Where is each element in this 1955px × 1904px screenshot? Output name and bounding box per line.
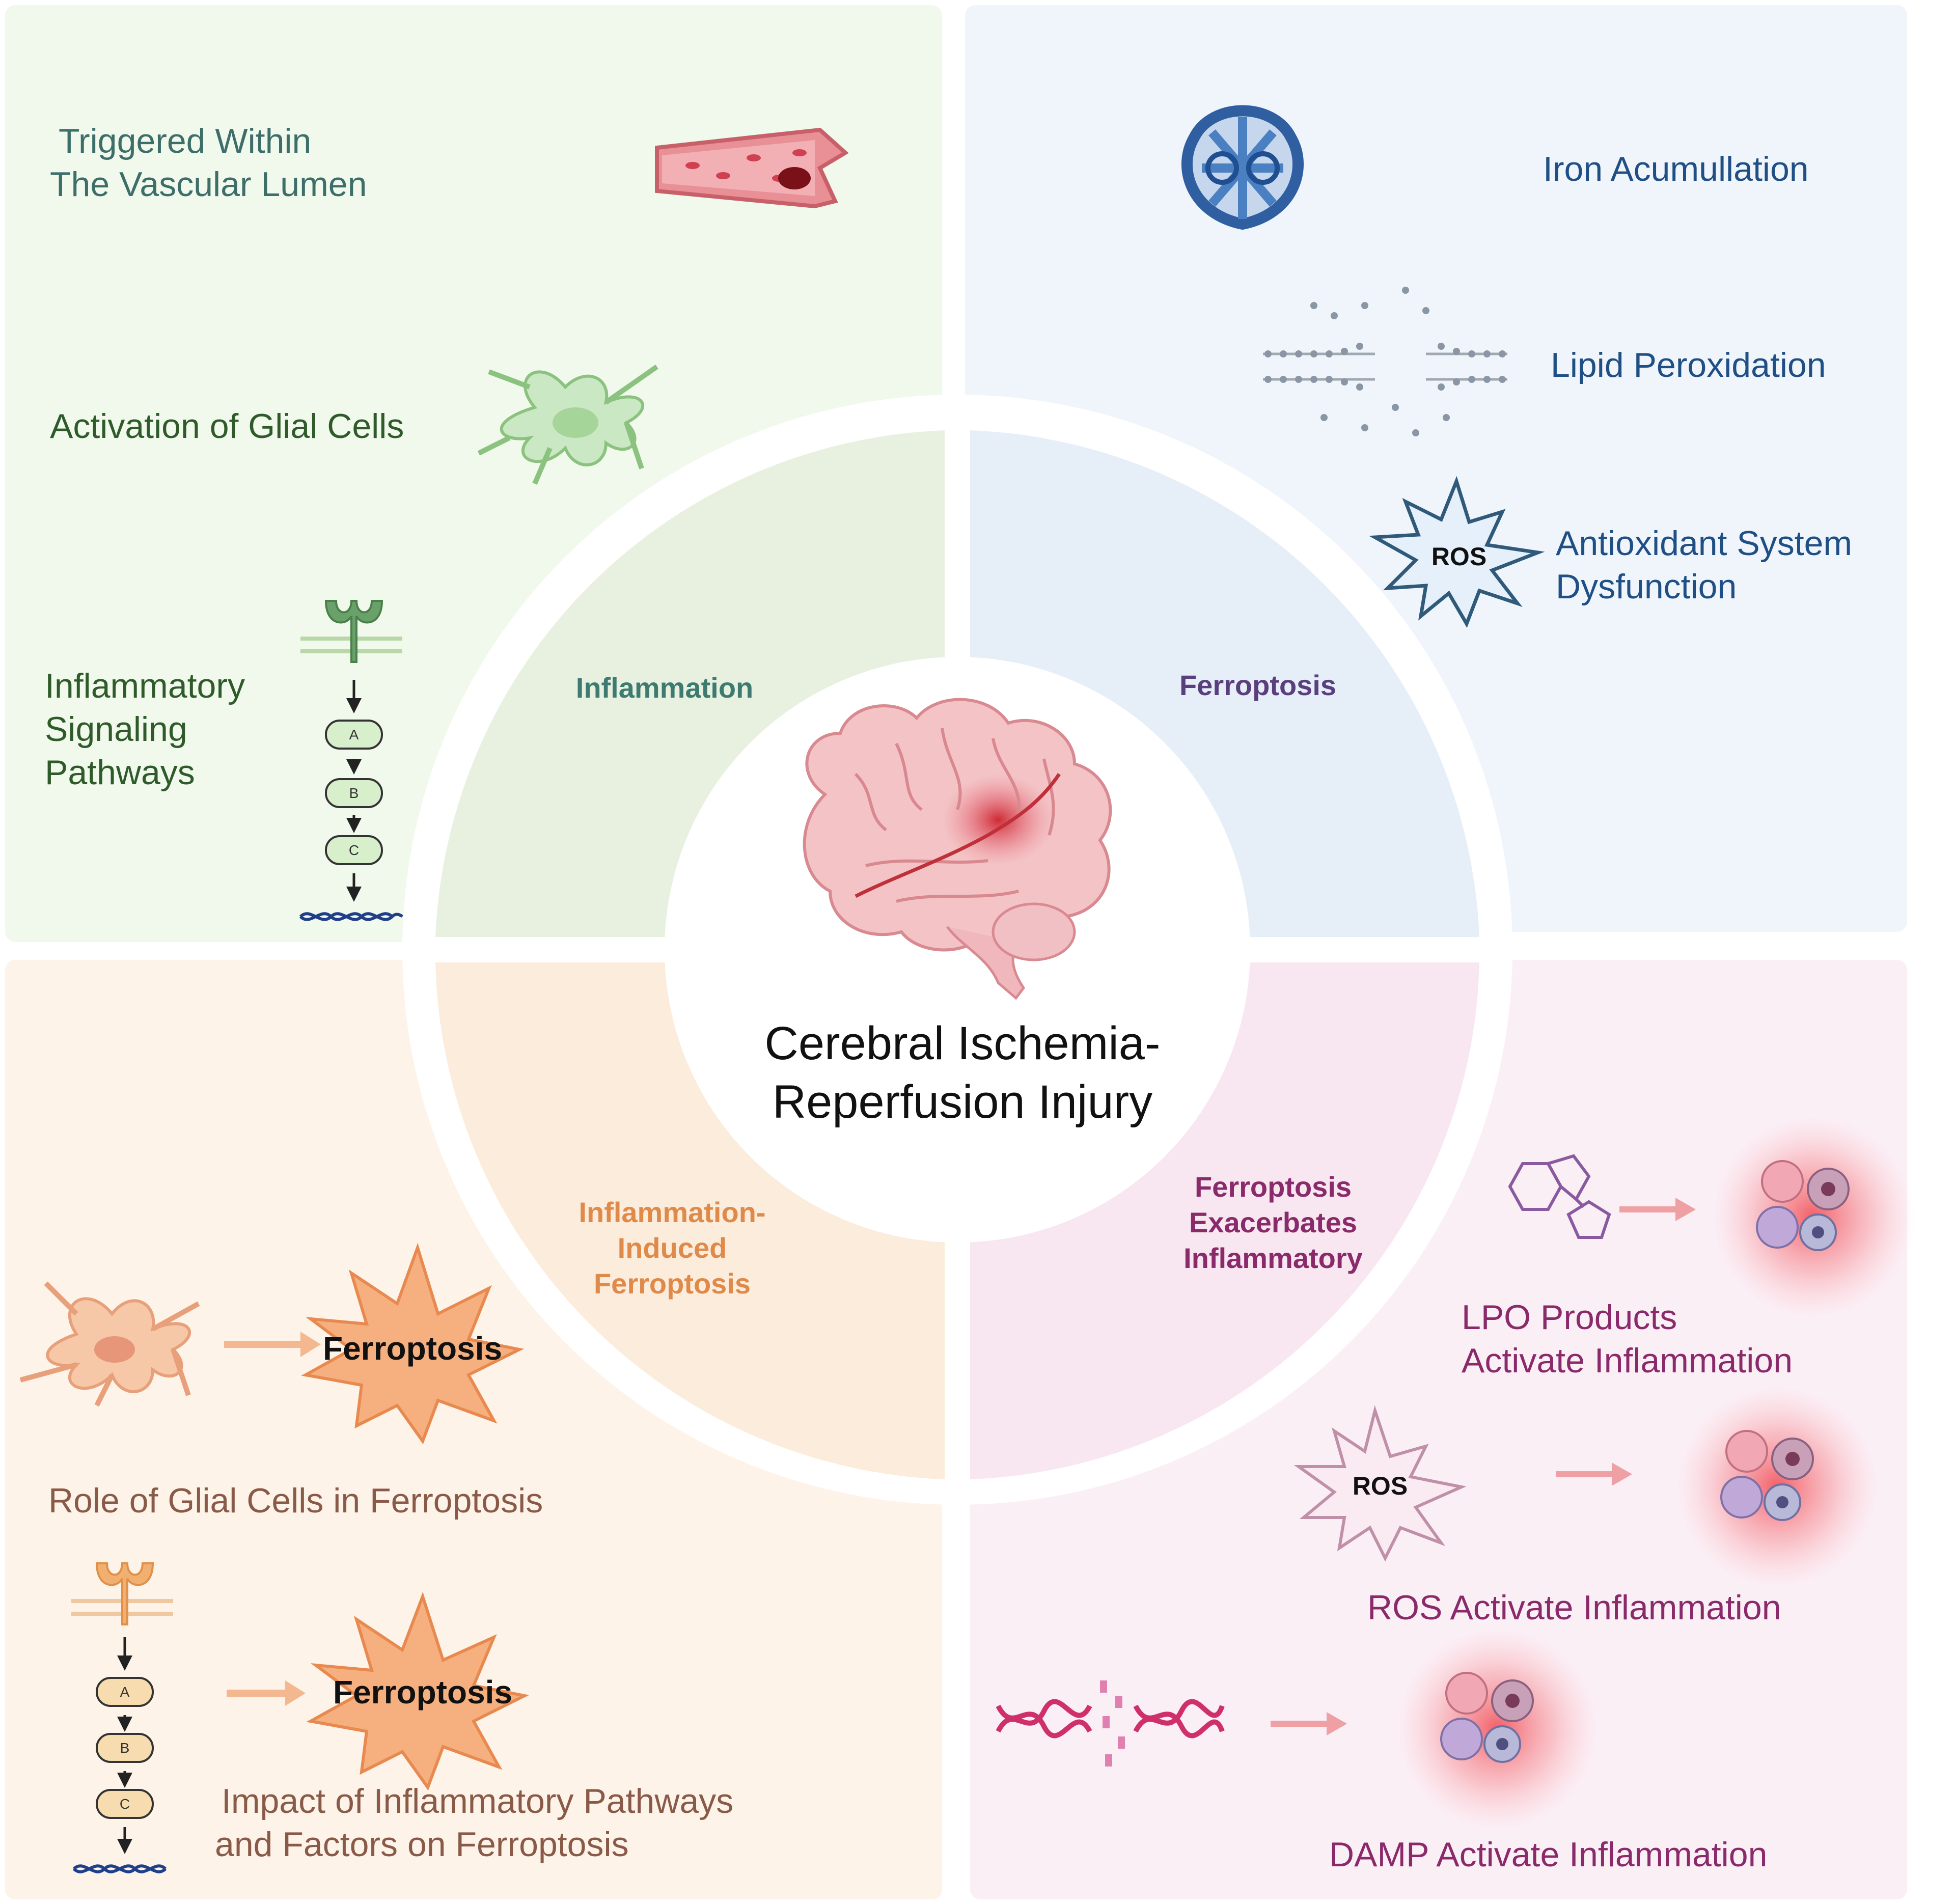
- wedge-label-induced-2: Induced: [618, 1232, 727, 1264]
- dna-damage-icon: [996, 1680, 1225, 1767]
- center-title-line1: Cerebral Ischemia-: [764, 1017, 1160, 1069]
- glial-activation-label: Activation of Glial Cells: [50, 407, 404, 446]
- wedge-label-ferroptosis: Ferroptosis: [1179, 669, 1336, 701]
- glial-role-label: Role of Glial Cells in Ferroptosis: [48, 1481, 543, 1520]
- ros-badge-exacerbates: ROS: [1353, 1472, 1408, 1500]
- lipid-membrane-icon: [1263, 287, 1507, 436]
- signaling-label-line2: Signaling: [45, 710, 187, 749]
- ferritin-protein-icon: [1181, 105, 1304, 230]
- wedge-label-exacerbates-2: Exacerbates: [1189, 1206, 1357, 1238]
- wedge-label-induced-1: Inflammation-: [579, 1196, 765, 1228]
- ferroptosis-burst-2-label: Ferroptosis: [333, 1674, 512, 1710]
- pathway-step-b: B: [349, 785, 359, 801]
- wedge-label-inflammation: Inflammation: [576, 672, 753, 704]
- antioxidant-label-line2: Dysfunction: [1556, 567, 1737, 606]
- arrow-head-2: [285, 1680, 306, 1706]
- antioxidant-label-line1: Antioxidant System: [1556, 524, 1852, 563]
- signaling-pathway-orange-icon: [71, 1562, 173, 1873]
- ferroptosis-burst-1-label: Ferroptosis: [323, 1330, 502, 1367]
- ros-badge-ferroptosis: ROS: [1431, 542, 1486, 571]
- signaling-label-line3: Pathways: [45, 753, 195, 792]
- blood-vessel-icon: [655, 127, 849, 209]
- immune-cells-icon-1: [1711, 1115, 1915, 1319]
- center-title-line2: Reperfusion Injury: [773, 1076, 1153, 1128]
- pathway-step-c: C: [349, 842, 359, 858]
- damp-inflammation-label: DAMP Activate Inflammation: [1329, 1835, 1767, 1874]
- brain-icon: [803, 698, 1112, 1000]
- arrow-ros-head: [1612, 1463, 1632, 1486]
- ros-inflammation-label: ROS Activate Inflammation: [1367, 1588, 1781, 1627]
- pathway-step-a: A: [349, 727, 359, 742]
- glial-cell-orange-icon: [19, 1281, 200, 1407]
- lpo-label-line2: Activate Inflammation: [1462, 1341, 1793, 1380]
- impact-label-line1: Impact of Inflammatory Pathways: [222, 1782, 733, 1820]
- lpo-label-line1: LPO Products: [1462, 1298, 1677, 1337]
- wedge-label-exacerbates-3: Inflammatory: [1183, 1242, 1363, 1274]
- pathway-step-b-orange: B: [120, 1740, 130, 1756]
- impact-label-line2: and Factors on Ferroptosis: [215, 1825, 629, 1864]
- ros-burst-icon: [1368, 476, 1545, 628]
- arrow-damp-head: [1327, 1712, 1347, 1735]
- wedge-label-exacerbates-1: Ferroptosis: [1195, 1171, 1352, 1203]
- vascular-label-line1: Triggered Within: [59, 122, 311, 160]
- ferroptosis-burst-2-icon: [306, 1591, 530, 1791]
- signaling-label-line1: Inflammatory: [45, 667, 245, 705]
- signaling-pathway-icon: [299, 600, 404, 921]
- ferroptosis-burst-1-icon: [301, 1243, 525, 1445]
- immune-cells-icon-2: [1675, 1385, 1879, 1589]
- ros-burst-pink-icon: [1293, 1405, 1467, 1562]
- pathway-step-a-orange: A: [120, 1684, 130, 1700]
- arrow-head-1: [300, 1332, 321, 1357]
- arrow-lpo-head: [1675, 1198, 1696, 1221]
- lpo-molecule-icon: [1508, 1154, 1611, 1239]
- immune-cells-icon-3: [1395, 1627, 1599, 1831]
- wedge-label-induced-3: Ferroptosis: [594, 1267, 751, 1300]
- vascular-label-line2: The Vascular Lumen: [50, 165, 367, 204]
- pathway-step-c-orange: C: [120, 1796, 130, 1812]
- glial-cell-icon: [477, 364, 658, 485]
- lipid-peroxidation-label: Lipid Peroxidation: [1551, 346, 1826, 384]
- iron-accumulation-label: Iron Acumullation: [1543, 150, 1809, 188]
